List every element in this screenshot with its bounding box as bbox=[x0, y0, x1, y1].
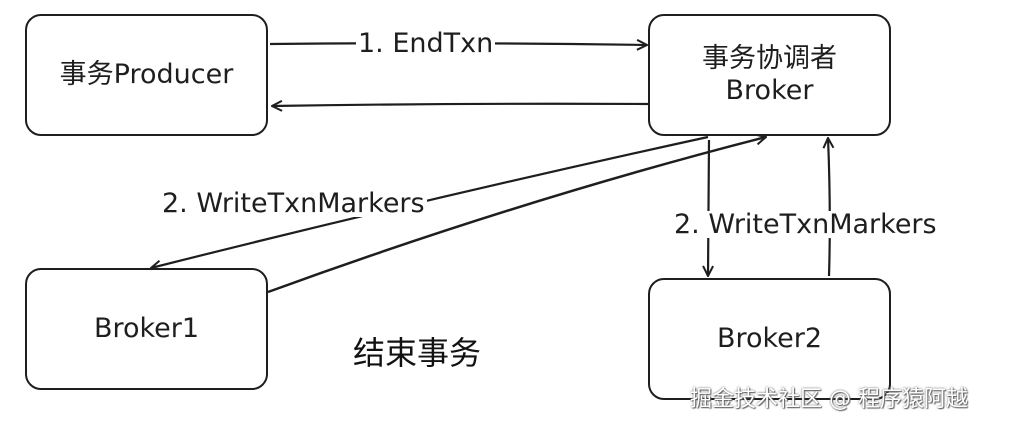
edge-label-write-markers-left: 2. WriteTxnMarkers bbox=[160, 188, 427, 219]
node-coordinator-title: 事务协调者 bbox=[702, 42, 837, 74]
node-broker2-label: Broker2 bbox=[716, 322, 823, 354]
edge-label-write-markers-right: 2. WriteTxnMarkers bbox=[672, 209, 939, 240]
node-broker1[interactable]: Broker1 bbox=[25, 268, 268, 390]
watermark: 掘金技术社区 @ 程序猿阿越 bbox=[690, 387, 968, 412]
edge-label-end-txn: 1. EndTxn bbox=[356, 28, 496, 59]
node-broker1-label: Broker1 bbox=[93, 312, 200, 344]
arrow-end-txn-response bbox=[272, 104, 649, 106]
node-producer-label: 事务Producer bbox=[59, 58, 234, 90]
arrow-broker1-response bbox=[267, 137, 766, 294]
arrow-write-markers-right bbox=[708, 139, 709, 276]
arrow-broker2-response bbox=[828, 138, 830, 277]
node-coordinator-subtitle: Broker bbox=[725, 75, 814, 106]
node-broker2[interactable]: Broker2 bbox=[648, 278, 891, 400]
node-producer[interactable]: 事务Producer bbox=[25, 14, 268, 136]
diagram-caption: 结束事务 bbox=[353, 334, 482, 372]
node-coordinator-broker[interactable]: 事务协调者 Broker bbox=[648, 14, 891, 136]
